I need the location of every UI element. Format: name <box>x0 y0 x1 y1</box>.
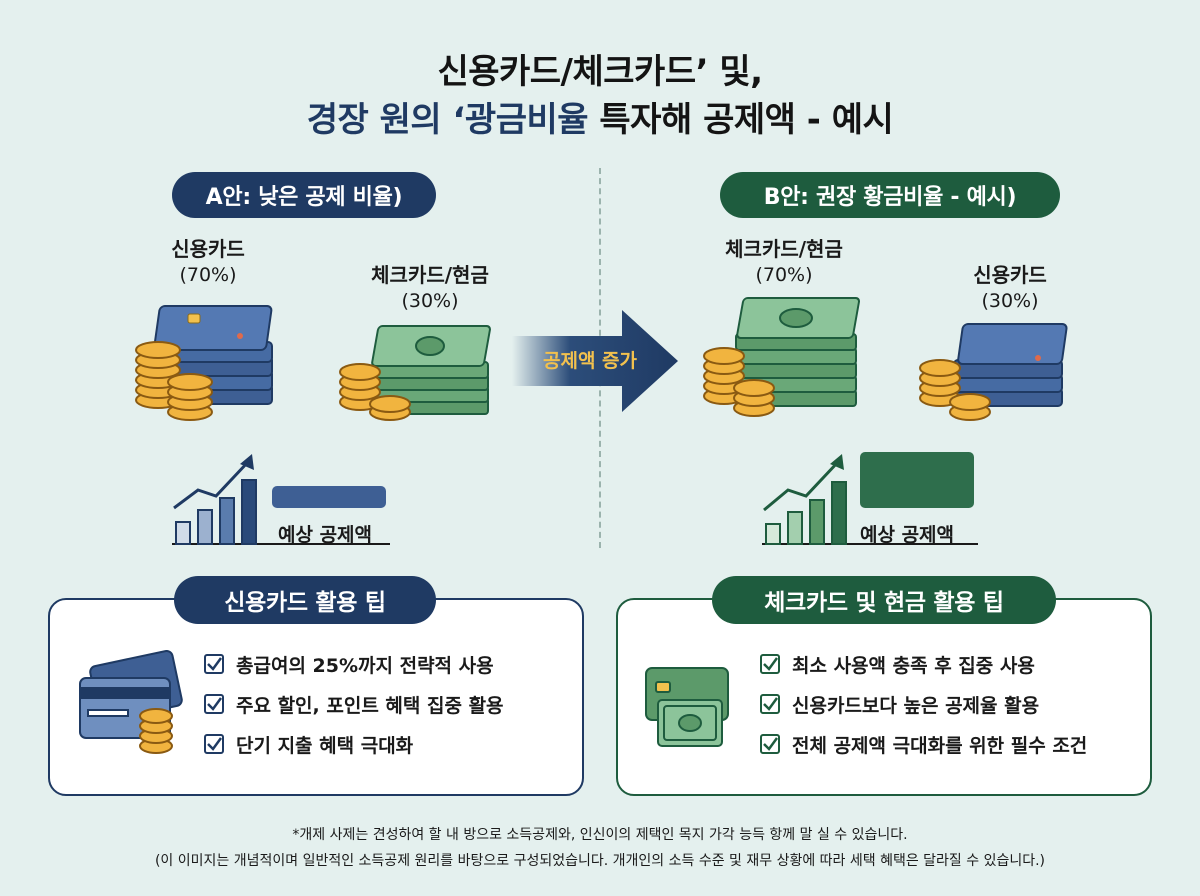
cash-stack-large-icon <box>703 297 861 417</box>
plan-b-check-label: 체크카드/현금 (70%) <box>694 236 874 288</box>
credit-tips-title: 신용카드 활용 팁 <box>174 576 436 624</box>
title-rest: 특자해 공제액 - 예시 <box>599 100 894 140</box>
plan-a-credit-label: 신용카드 (70%) <box>128 236 288 288</box>
plan-a-est-label: 예상 공제액 <box>278 524 373 546</box>
credit-tip-text: 주요 할인, 포인트 혜택 집중 활용 <box>236 694 504 717</box>
plan-a-credit-name: 신용카드 <box>171 237 245 261</box>
check-card-cash-icon <box>645 667 729 747</box>
credit-cards-coins-icon <box>79 650 183 754</box>
plan-b-pill: B안: 권장 황금비율 - 예시) <box>720 172 1060 218</box>
credit-card-small-icon <box>919 323 1068 421</box>
plan-b-growth-chart-icon <box>762 452 978 545</box>
footnote-line1: *개제 사제는 견성하여 할 내 방으로 소득공제와, 인신이의 제택인 목지 … <box>292 827 908 843</box>
checkbox-icon <box>204 734 224 754</box>
check-tip-item: 최소 사용액 충족 후 집중 사용 <box>760 644 1144 684</box>
plan-a-growth-chart-icon <box>172 454 390 545</box>
check-tip-item: 신용카드보다 높은 공제율 활용 <box>760 684 1144 724</box>
credit-tip-item: 총급여의 25%까지 전략적 사용 <box>204 644 574 684</box>
check-tip-text: 신용카드보다 높은 공제율 활용 <box>792 694 1040 717</box>
check-tips-list: 최소 사용액 충족 후 집중 사용 신용카드보다 높은 공제율 활용 전체 공제… <box>760 644 1144 764</box>
page-title-line2: 경장 원의 ‘광금비율 특자해 공제액 - 예시 <box>0 92 1200 141</box>
footnote-line2: (이 이미지는 개념적이며 일반적인 소득공제 원리를 바탕으로 구성되었습니다… <box>154 853 1046 869</box>
check-tip-text: 전체 공제액 극대화를 위한 필수 조건 <box>792 734 1088 757</box>
plan-b-credit-pct: (30%) <box>981 290 1039 312</box>
credit-card-stack-icon <box>135 305 273 421</box>
checkbox-icon <box>760 734 780 754</box>
plan-a-credit-pct: (70%) <box>179 264 237 286</box>
plan-a-check-label: 체크카드/현금 (30%) <box>340 262 520 314</box>
plan-b-check-name: 체크카드/현금 <box>725 237 843 261</box>
plan-a-pill: A안: 낮은 공제 비율) <box>172 172 436 218</box>
credit-tips-list: 총급여의 25%까지 전략적 사용 주요 할인, 포인트 혜택 집중 활용 단기… <box>204 644 574 764</box>
plan-b-check-pct: (70%) <box>755 264 813 286</box>
credit-tip-text: 총급여의 25%까지 전략적 사용 <box>236 654 494 677</box>
title-highlight: 경장 원의 ‘광금비율 <box>306 100 589 140</box>
plan-b-est-label: 예상 공제액 <box>860 524 955 546</box>
checkbox-icon <box>204 654 224 674</box>
credit-tip-item: 단기 지출 혜택 극대화 <box>204 724 574 764</box>
checkbox-icon <box>760 694 780 714</box>
plan-a-check-name: 체크카드/현금 <box>371 263 489 287</box>
check-tip-item: 전체 공제액 극대화를 위한 필수 조건 <box>760 724 1144 764</box>
checkbox-icon <box>204 694 224 714</box>
check-tips-title: 체크카드 및 현금 활용 팁 <box>712 576 1056 624</box>
plan-b-credit-label: 신용카드 (30%) <box>930 262 1090 314</box>
plan-b-credit-name: 신용카드 <box>973 263 1047 287</box>
credit-tip-item: 주요 할인, 포인트 혜택 집중 활용 <box>204 684 574 724</box>
increase-arrow-label: 공제액 증가 <box>542 350 637 372</box>
cash-stack-icon <box>339 325 491 421</box>
increase-arrow-icon <box>512 310 678 412</box>
checkbox-icon <box>760 654 780 674</box>
page-title-line1: 신용카드/체크카드’ 및, <box>437 52 763 92</box>
credit-tip-text: 단기 지출 혜택 극대화 <box>236 734 414 757</box>
check-tip-text: 최소 사용액 충족 후 집중 사용 <box>792 654 1035 677</box>
plan-a-check-pct: (30%) <box>401 290 459 312</box>
